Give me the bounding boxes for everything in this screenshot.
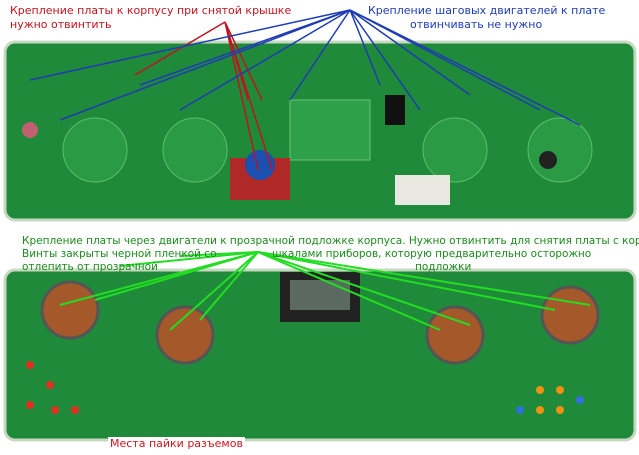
blue-annotation-subtitle: отвинчивать не нужно (410, 18, 543, 31)
green-annotation-line1: Крепление платы через двигатели к прозра… (22, 235, 639, 247)
blue-pointer-lines (29, 9, 581, 126)
blue-annotation-title: Крепление шаговых двигателей к плате (368, 4, 606, 17)
red-annotation-subtitle: нужно отвинтить (10, 18, 112, 31)
bottom-board (3, 268, 637, 442)
green-annotation-line2b: шкалами приборов, которую предварительно… (272, 248, 592, 260)
green-annotation-line2a: Винты закрыты черной пленкой со (22, 248, 217, 260)
green-pointer-lines (59, 251, 591, 331)
green-annotation-line3b: подложки (415, 261, 472, 273)
green-annotation-line3a: отлепить от прозрачной (22, 261, 158, 273)
red-pointer-lines (134, 21, 273, 171)
red-annotation-title: Крепление платы к корпусу при снятой кры… (10, 4, 292, 17)
top-board (3, 40, 637, 222)
bottom-annotation: Места пайки разъемов (108, 437, 245, 450)
